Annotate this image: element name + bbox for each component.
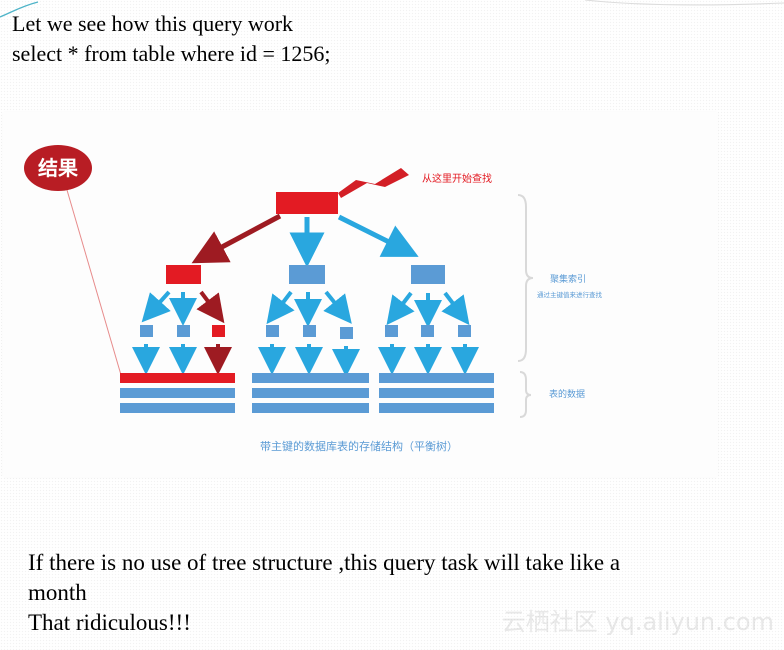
table-data-label: 表的数据 (549, 388, 585, 400)
middle-to-leaf-1-arrow (266, 290, 295, 325)
left-to-leaf-3-arrow (196, 290, 225, 324)
diagram-caption: 带主键的数据库表的存储结构（平衡树） (260, 439, 458, 453)
data-block-2-row-1 (252, 373, 369, 383)
data-block-1-row-2 (120, 388, 235, 398)
result-badge (24, 145, 92, 191)
leaf-node-3 (212, 325, 225, 337)
middle-branch-node (289, 265, 325, 284)
leaf-node-1 (140, 325, 153, 337)
slide-title: Let we see how this query work select * … (12, 9, 330, 69)
leaf-node-5 (303, 325, 316, 337)
clustered-index-sublabel: 通过主键值来进行查找 (537, 290, 603, 299)
leaf-node-4 (266, 325, 279, 337)
start-label: 从这里开始查找 (422, 172, 492, 185)
btree-diagram-panel: 结果 从这里开始查找 (3, 112, 718, 477)
right-branch-node (411, 265, 445, 284)
root-to-right-arrow (337, 214, 419, 257)
clustered-index-label: 聚集索引 (550, 273, 586, 285)
leaf-node-9 (458, 325, 471, 337)
leaf-node-7 (385, 325, 398, 337)
data-block-2-row-2 (252, 388, 369, 398)
left-branch-node (166, 265, 201, 284)
data-block-1-row-1 (120, 373, 235, 383)
leaf-node-6 (340, 327, 353, 339)
root-node (276, 192, 338, 214)
data-block-1-row-3 (120, 403, 235, 413)
conclusion-line-3: That ridiculous!!! (28, 610, 191, 635)
data-block-3-row-2 (379, 388, 494, 398)
left-to-leaf-1-arrow (141, 290, 171, 323)
btree-diagram: 结果 从这里开始查找 (24, 145, 603, 453)
result-pointer-line (66, 189, 122, 376)
start-lightning-arrow (338, 168, 409, 198)
conclusion-line-1: If there is no use of tree structure ,th… (28, 550, 621, 575)
slide-conclusion: If there is no use of tree structure ,th… (28, 548, 758, 638)
leaf-node-8 (421, 325, 434, 337)
right-to-leaf-3-arrow (441, 291, 470, 326)
index-bracket (517, 194, 534, 362)
right-to-leaf-1-arrow (386, 291, 415, 326)
data-bracket (519, 371, 532, 418)
root-to-left-arrow (191, 213, 282, 264)
result-badge-label: 结果 (38, 156, 78, 180)
leaf-node-2 (177, 325, 190, 337)
middle-to-leaf-3-arrow (323, 290, 352, 324)
conclusion-line-2: month (28, 580, 87, 605)
title-line-2: select * from table where id = 1256; (12, 41, 331, 66)
data-block-3-row-1 (379, 373, 494, 383)
title-line-1: Let we see how this query work (12, 11, 294, 36)
data-block-2-row-3 (252, 403, 369, 413)
data-block-3-row-3 (379, 403, 494, 413)
watermark: 云栖社区 yq.aliyun.com (501, 608, 774, 636)
